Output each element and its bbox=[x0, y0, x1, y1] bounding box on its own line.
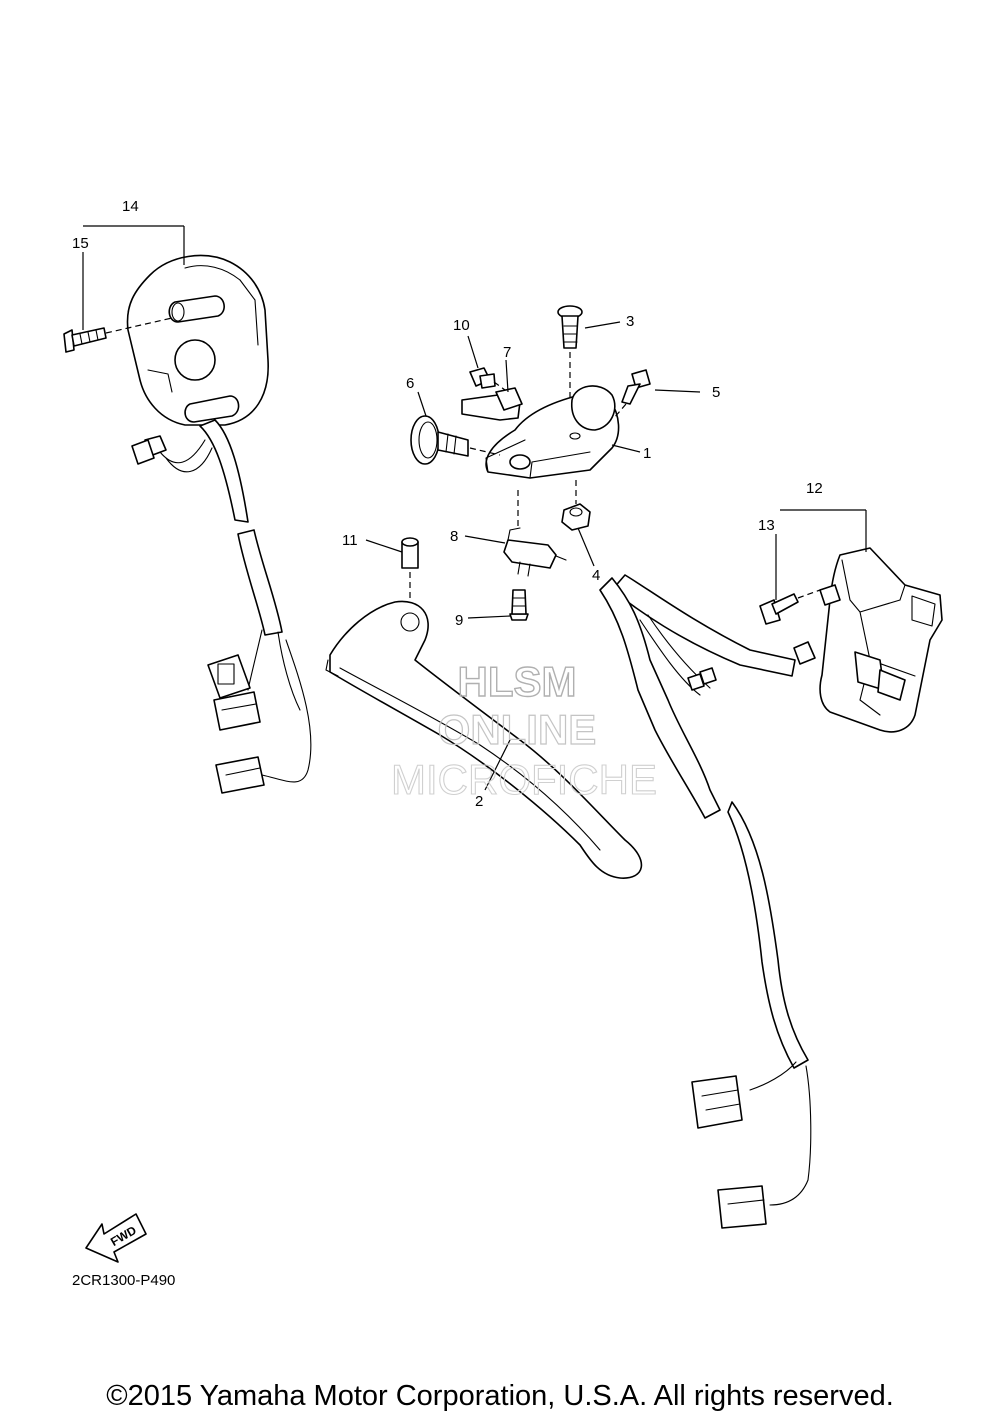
callout-numbers: 1 2 3 4 5 6 7 8 9 10 11 12 13 14 15 bbox=[72, 198, 823, 810]
fwd-arrow-icon: FWD bbox=[85, 1213, 147, 1263]
left-switch-screw bbox=[63, 317, 173, 353]
left-switch-harness bbox=[131, 419, 312, 794]
callout-3: 3 bbox=[626, 313, 634, 330]
bolt-3 bbox=[557, 305, 583, 400]
callout-1: 1 bbox=[643, 445, 651, 462]
leader-lines bbox=[82, 225, 867, 791]
callout-10: 10 bbox=[453, 317, 470, 334]
callout-7: 7 bbox=[503, 344, 511, 361]
copyright-notice: ©2015 Yamaha Motor Corporation, U.S.A. A… bbox=[106, 1380, 894, 1412]
callout-15: 15 bbox=[72, 235, 89, 252]
right-handlebar-switch bbox=[793, 547, 943, 733]
callout-6: 6 bbox=[406, 375, 414, 392]
callout-11: 11 bbox=[342, 532, 358, 549]
right-switch-screw bbox=[759, 589, 821, 625]
callout-2: 2 bbox=[475, 793, 483, 810]
lever-holder bbox=[485, 385, 641, 479]
bolt-5 bbox=[613, 369, 651, 419]
watermark-line-2: ONLINE bbox=[438, 706, 597, 753]
small-bolt-10 bbox=[469, 367, 506, 391]
lever-bracket-clip bbox=[461, 387, 523, 421]
callout-8: 8 bbox=[450, 528, 458, 545]
watermark-line-3: MICROFICHE bbox=[391, 756, 657, 803]
callout-5: 5 bbox=[712, 384, 720, 401]
right-switch-harness bbox=[599, 574, 812, 1229]
adjuster-knob bbox=[410, 415, 501, 465]
callout-14: 14 bbox=[122, 198, 139, 215]
clutch-lever-2 bbox=[325, 600, 643, 879]
callout-4: 4 bbox=[592, 567, 600, 584]
nut-4 bbox=[561, 480, 591, 531]
callout-12: 12 bbox=[806, 480, 823, 497]
callout-13: 13 bbox=[758, 517, 775, 534]
left-handlebar-switch bbox=[126, 254, 269, 426]
diagram-ref-code: 2CR1300-P490 bbox=[72, 1272, 176, 1289]
watermark: HLSM ONLINE MICROFICHE bbox=[390, 657, 657, 803]
screw-9 bbox=[509, 589, 529, 621]
callout-9: 9 bbox=[455, 612, 463, 629]
micro-switch-8 bbox=[503, 490, 567, 577]
watermark-line-1: HLSM bbox=[458, 658, 577, 705]
collar-11 bbox=[401, 537, 419, 610]
